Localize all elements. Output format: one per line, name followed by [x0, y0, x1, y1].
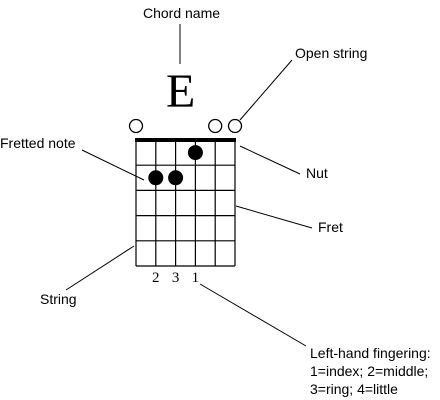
leader-fingering [199, 283, 307, 347]
leader-string [65, 245, 135, 291]
label-fretted-note: Fretted note [0, 135, 76, 151]
label-chord-name: Chord name [143, 5, 220, 21]
fretted-note-dot [148, 170, 164, 186]
leader-fret [235, 205, 313, 229]
fretted-note-dot [187, 145, 203, 161]
fretted-note-dot [168, 170, 184, 186]
leader-fretted-note [81, 149, 145, 181]
open-string-marker-1 [128, 118, 144, 134]
leader-nut [239, 145, 301, 175]
fingering-number: 1 [192, 270, 200, 286]
fingering-number: 3 [172, 270, 180, 286]
label-fingering-line1: Left-hand fingering: [310, 345, 431, 361]
label-fret: Fret [318, 219, 343, 235]
label-open-string: Open string [295, 45, 367, 61]
label-string: String [40, 291, 77, 307]
chord-name-text: E [166, 65, 195, 118]
nut-bar [135, 138, 236, 142]
label-fingering-line2: 1=index; 2=middle; [310, 363, 428, 379]
label-fingering-line3: 3=ring; 4=little [310, 381, 398, 397]
open-string-marker-6 [227, 118, 243, 134]
label-nut: Nut [306, 165, 328, 181]
leader-open-string [239, 59, 293, 121]
chord-grid [135, 138, 236, 267]
open-string-marker-5 [208, 118, 223, 134]
fingering-number: 2 [152, 270, 160, 286]
